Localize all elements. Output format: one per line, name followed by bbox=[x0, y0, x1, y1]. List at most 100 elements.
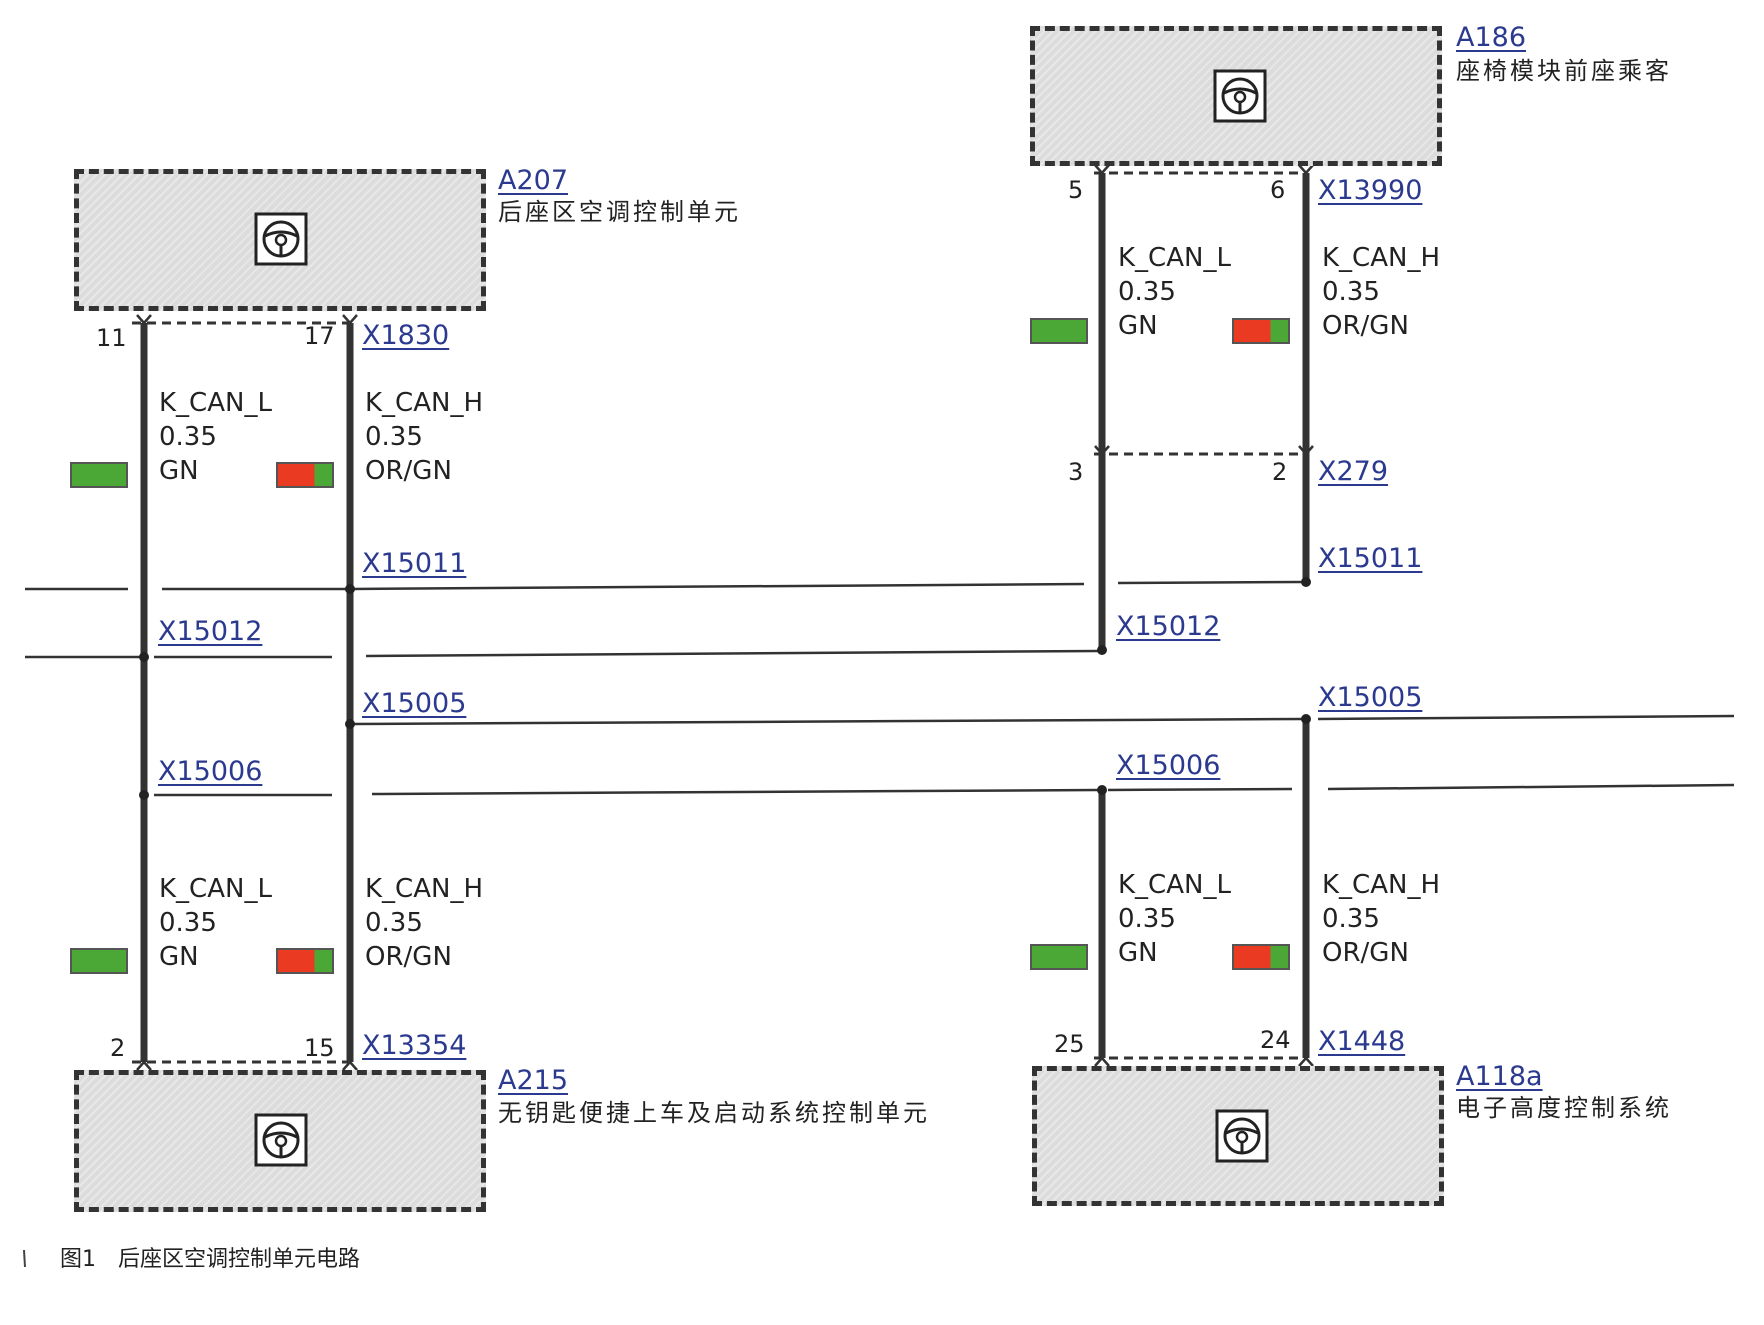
pin-number: 2 bbox=[1272, 458, 1288, 486]
a186-module-link[interactable]: A186 bbox=[1456, 22, 1527, 53]
ecu-icon bbox=[1213, 69, 1267, 123]
module-a118a-box[interactable] bbox=[1032, 1066, 1444, 1206]
splice-x15011-right-link[interactable]: X15011 bbox=[1318, 543, 1423, 574]
wire-signal: K_CAN_H bbox=[1322, 870, 1440, 900]
bus-x15005-line bbox=[349, 714, 1735, 726]
wire-label-tl-l: K_CAN_L 0.35 GN bbox=[159, 386, 272, 488]
ecu-icon bbox=[254, 212, 308, 266]
splice-x15006-left-link[interactable]: X15006 bbox=[158, 756, 263, 787]
a207-module-name: 后座区空调控制单元 bbox=[498, 198, 741, 226]
wire-color-swatch-gn bbox=[70, 948, 128, 974]
wire-color-swatch-gn bbox=[1030, 944, 1088, 970]
wire-color-swatch-or-gn bbox=[1232, 318, 1290, 344]
wire-color: GN bbox=[159, 456, 199, 486]
splice-dot-right-x15012 bbox=[1097, 645, 1107, 655]
module-a186-box[interactable] bbox=[1030, 26, 1442, 166]
pin-fork-a186-h bbox=[1298, 164, 1314, 175]
pin-fork-a207-l bbox=[136, 314, 152, 325]
wire-signal: K_CAN_L bbox=[1118, 243, 1231, 273]
wire-signal: K_CAN_H bbox=[365, 388, 483, 418]
pin-number: 15 bbox=[304, 1034, 335, 1062]
bus-x15011-line bbox=[25, 580, 1303, 591]
wire-size: 0.35 bbox=[365, 422, 423, 452]
figure-number: 图1 bbox=[60, 1247, 96, 1272]
wire-color-swatch-or-gn bbox=[276, 948, 334, 974]
pin-fork-a118a-l bbox=[1094, 1056, 1110, 1067]
wire-color: OR/GN bbox=[365, 942, 452, 972]
a215-module-link[interactable]: A215 bbox=[498, 1065, 569, 1096]
pin-fork-a118a-h bbox=[1298, 1056, 1314, 1067]
wire-color: GN bbox=[159, 942, 199, 972]
wire-signal: K_CAN_H bbox=[1322, 243, 1440, 273]
splice-dot-right-x15005 bbox=[1301, 714, 1311, 724]
pin-fork-a207-h bbox=[342, 314, 358, 325]
splice-dot-right-x15006 bbox=[1097, 785, 1107, 795]
pin-fork-x279-h bbox=[1298, 445, 1314, 456]
splice-x15005-left-link[interactable]: X15005 bbox=[362, 688, 467, 719]
a118a-module-name: 电子高度控制系统 bbox=[1456, 1094, 1672, 1122]
connector-x13990-link[interactable]: X13990 bbox=[1318, 175, 1423, 206]
wire-color: OR/GN bbox=[1322, 938, 1409, 968]
wire-label-bl-l: K_CAN_L 0.35 GN bbox=[159, 872, 272, 974]
splice-x15011-left-link[interactable]: X15011 bbox=[362, 548, 467, 579]
wire-color-swatch-gn bbox=[1030, 318, 1088, 344]
connector-x279-link[interactable]: X279 bbox=[1318, 456, 1389, 487]
wire-color: OR/GN bbox=[1322, 311, 1409, 341]
wire-color-swatch-or-gn bbox=[1232, 944, 1290, 970]
wire-signal: K_CAN_H bbox=[365, 874, 483, 904]
splice-dot-left-x15005 bbox=[345, 719, 355, 729]
module-a207-box[interactable] bbox=[74, 169, 486, 311]
pin-number: 11 bbox=[96, 324, 127, 352]
wire-size: 0.35 bbox=[159, 422, 217, 452]
wire-signal: K_CAN_L bbox=[159, 388, 272, 418]
pin-fork-a186-l bbox=[1094, 164, 1110, 175]
splice-dot-right-x15011 bbox=[1301, 577, 1311, 587]
pin-fork-a215-l bbox=[136, 1060, 152, 1071]
wire-label-br-l: K_CAN_L 0.35 GN bbox=[1118, 868, 1231, 970]
wire-color-swatch-gn bbox=[70, 462, 128, 488]
wire-size: 0.35 bbox=[365, 908, 423, 938]
wire-color: GN bbox=[1118, 311, 1158, 341]
ecu-icon bbox=[1215, 1109, 1269, 1163]
a186-module-name: 座椅模块前座乘客 bbox=[1456, 57, 1672, 85]
wire-size: 0.35 bbox=[1118, 904, 1176, 934]
wire-size: 0.35 bbox=[1322, 277, 1380, 307]
a207-module-link[interactable]: A207 bbox=[498, 165, 569, 196]
pin-number: 24 bbox=[1260, 1026, 1291, 1054]
wire-signal: K_CAN_L bbox=[159, 874, 272, 904]
wire-color: GN bbox=[1118, 938, 1158, 968]
wire-signal: K_CAN_L bbox=[1118, 870, 1231, 900]
a118a-module-link[interactable]: A118a bbox=[1456, 1061, 1543, 1092]
wire-size: 0.35 bbox=[159, 908, 217, 938]
splice-x15012-left-link[interactable]: X15012 bbox=[158, 616, 263, 647]
pin-number: 3 bbox=[1068, 458, 1084, 486]
pin-number: 2 bbox=[110, 1034, 126, 1062]
pin-number: 5 bbox=[1068, 176, 1084, 204]
module-a215-box[interactable] bbox=[74, 1070, 486, 1212]
splice-dot-left-x15011 bbox=[345, 584, 355, 594]
connector-x1830-link[interactable]: X1830 bbox=[362, 320, 450, 351]
a215-module-name: 无钥匙便捷上车及启动系统控制单元 bbox=[498, 1099, 930, 1127]
pin-fork-a215-h bbox=[342, 1060, 358, 1071]
wire-label-tl-h: K_CAN_H 0.35 OR/GN bbox=[365, 386, 483, 488]
connector-x13354-link[interactable]: X13354 bbox=[362, 1030, 467, 1061]
margin-mark bbox=[23, 1249, 26, 1268]
splice-x15006-right-link[interactable]: X15006 bbox=[1116, 750, 1221, 781]
wire-size: 0.35 bbox=[1322, 904, 1380, 934]
connector-x1448-link[interactable]: X1448 bbox=[1318, 1026, 1406, 1057]
pin-number: 6 bbox=[1270, 176, 1286, 204]
splice-x15012-right-link[interactable]: X15012 bbox=[1116, 611, 1221, 642]
wire-label-br-h: K_CAN_H 0.35 OR/GN bbox=[1322, 868, 1440, 970]
wire-size: 0.35 bbox=[1118, 277, 1176, 307]
wire-label-tr-l: K_CAN_L 0.35 GN bbox=[1118, 241, 1231, 343]
wire-color-swatch-or-gn bbox=[276, 462, 334, 488]
wire-color: OR/GN bbox=[365, 456, 452, 486]
wire-label-bl-h: K_CAN_H 0.35 OR/GN bbox=[365, 872, 483, 974]
splice-x15005-right-link[interactable]: X15005 bbox=[1318, 682, 1423, 713]
splice-dot-left-x15012 bbox=[139, 652, 149, 662]
pin-number: 17 bbox=[304, 322, 335, 350]
pin-number: 25 bbox=[1054, 1030, 1085, 1058]
splice-dot-left-x15006 bbox=[139, 790, 149, 800]
bus-x15006-line bbox=[154, 783, 1735, 797]
